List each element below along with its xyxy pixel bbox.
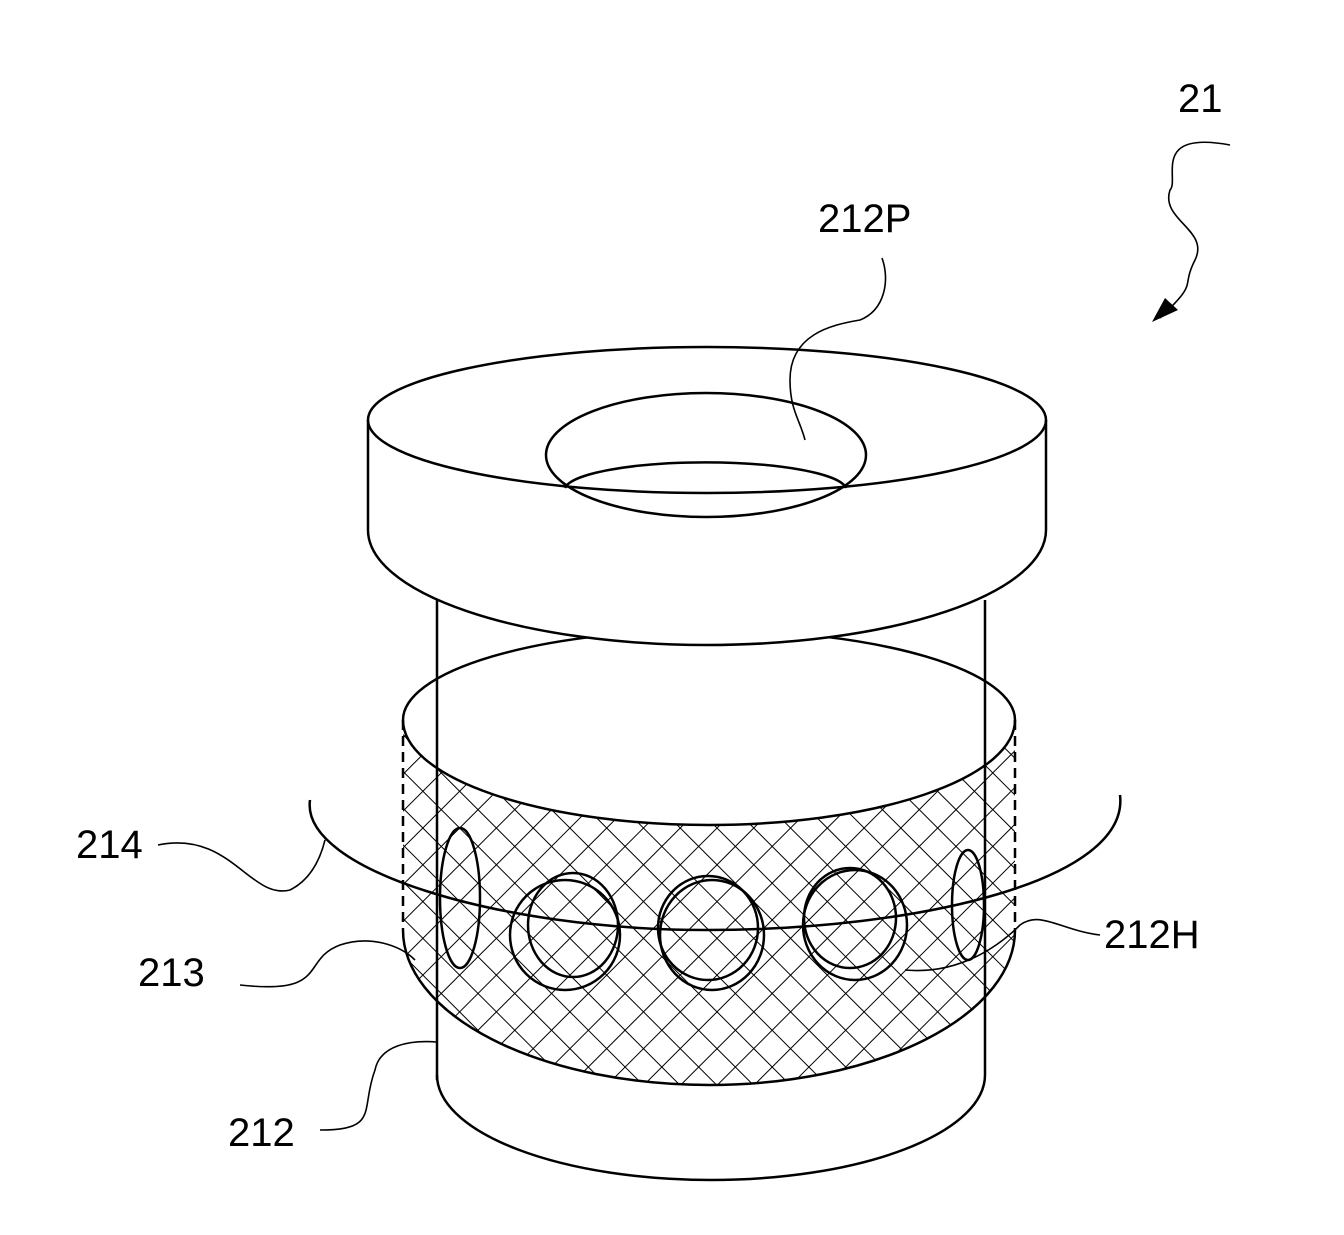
- label-212p: 212P: [818, 197, 911, 241]
- flange: [368, 347, 1046, 645]
- label-213: 213: [138, 951, 205, 995]
- label-214: 214: [76, 823, 143, 867]
- mesh-sleeve: [400, 600, 1020, 1100]
- label-21: 21: [1178, 77, 1223, 121]
- label-212h: 212H: [1104, 913, 1200, 957]
- label-212: 212: [228, 1111, 295, 1155]
